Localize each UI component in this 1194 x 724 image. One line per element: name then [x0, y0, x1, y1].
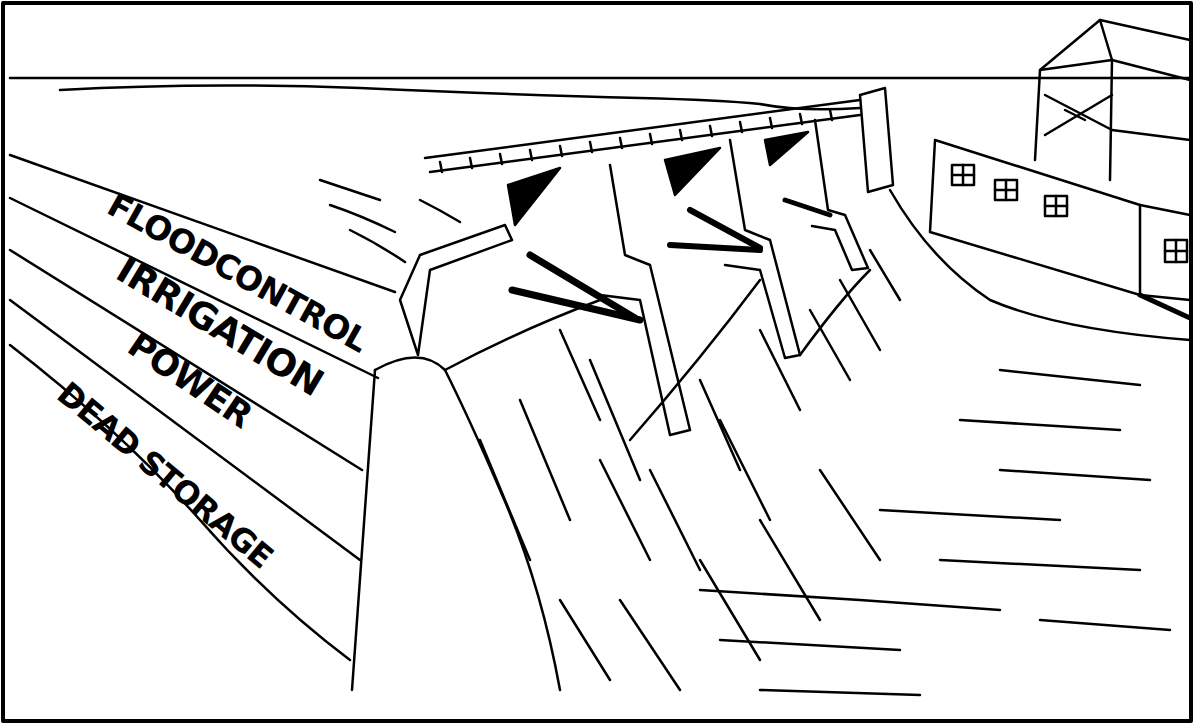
storage-band: DEAD STORAGE: [24, 352, 305, 598]
